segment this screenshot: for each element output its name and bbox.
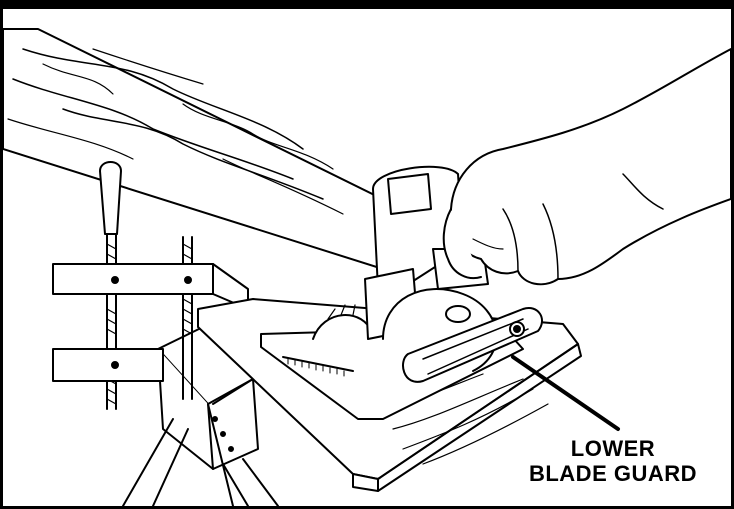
hand-icon <box>442 48 731 286</box>
sawhorse-icon <box>122 326 279 506</box>
callout-line-2: BLADE GUARD <box>528 461 698 486</box>
circular-saw-illustration <box>3 28 731 506</box>
clamp-icon <box>52 161 249 410</box>
callout-line-1: LOWER <box>570 436 656 461</box>
circular-saw-icon <box>260 165 543 420</box>
callout-leader-line <box>511 355 620 431</box>
board-icon <box>3 28 424 270</box>
lower-blade-guard-label: LOWER BLADE GUARD <box>513 436 713 486</box>
